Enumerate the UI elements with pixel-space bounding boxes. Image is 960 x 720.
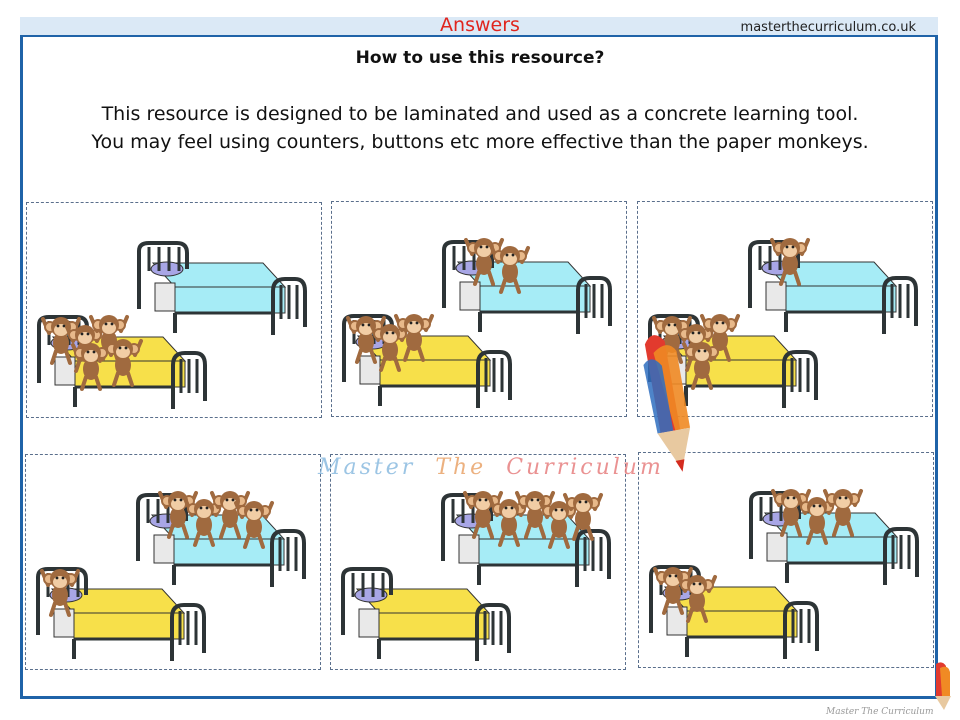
back-bed xyxy=(442,240,612,334)
top-bar xyxy=(20,17,938,37)
bed-panel-6 xyxy=(638,452,934,668)
back-bed xyxy=(136,493,306,587)
description-line-2: You may feel using counters, buttons etc… xyxy=(91,131,869,153)
bed-panel-2 xyxy=(331,201,627,417)
description-line-1: This resource is designed to be laminate… xyxy=(101,103,859,125)
monkey-icon xyxy=(682,342,722,390)
monkey-icon xyxy=(489,499,529,547)
monkey-icon xyxy=(40,569,80,617)
monkey-icon xyxy=(370,324,410,372)
monkey-icon xyxy=(394,314,434,362)
back-bed xyxy=(749,491,919,585)
monkey-icon xyxy=(677,575,717,623)
answers-label: Answers xyxy=(440,14,520,36)
monkey-icon xyxy=(103,339,143,387)
monkey-icon xyxy=(490,246,530,294)
front-bed xyxy=(36,567,206,661)
monkey-icon xyxy=(41,317,81,365)
watermark-word-1: Master xyxy=(318,455,416,480)
resource-title: How to use this resource? xyxy=(355,48,605,68)
watermark-word-2: The xyxy=(435,455,487,480)
back-bed xyxy=(137,241,307,335)
footer-watermark: Master The Curriculum xyxy=(826,707,934,717)
monkey-icon xyxy=(700,314,740,362)
bed-panel-5 xyxy=(330,454,626,670)
monkey-icon xyxy=(563,493,603,541)
monkey-icon xyxy=(463,491,503,539)
bed-panel-4 xyxy=(25,454,321,670)
site-url[interactable]: masterthecurriculum.co.uk xyxy=(740,20,916,35)
pencil-corner-icon xyxy=(935,662,951,710)
monkey-icon xyxy=(823,489,863,537)
resource-description: This resource is designed to be laminate… xyxy=(0,100,960,156)
front-bed xyxy=(341,567,511,661)
monkey-icon xyxy=(210,491,250,539)
monkey-icon xyxy=(234,501,274,549)
bed-panel-3 xyxy=(637,201,933,417)
monkey-icon xyxy=(653,567,693,615)
back-bed xyxy=(748,240,918,334)
watermark-word-3: Curriculum xyxy=(506,455,664,480)
watermark: Master The Curriculum xyxy=(318,455,664,480)
monkey-icon xyxy=(158,491,198,539)
bed-panel-1 xyxy=(26,202,322,418)
monkey-icon xyxy=(770,238,810,286)
pencil-logo-icon xyxy=(643,335,691,472)
monkey-icon xyxy=(71,343,111,391)
